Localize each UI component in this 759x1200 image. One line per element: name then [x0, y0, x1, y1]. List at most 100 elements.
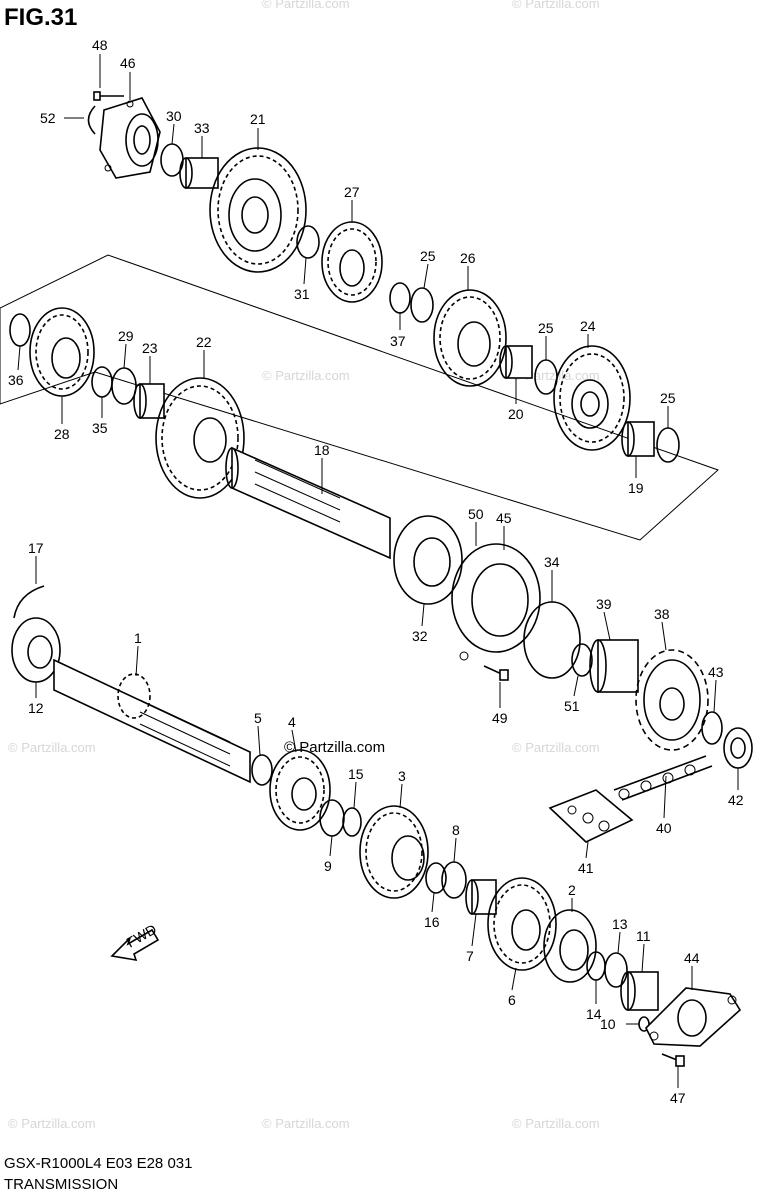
watermark-group: © Partzilla.com © Partzilla.com © Partzi…	[8, 0, 600, 1131]
callout-23: 23	[142, 340, 158, 356]
watermark: © Partzilla.com	[262, 0, 350, 11]
callout-10: 10	[600, 1016, 616, 1032]
callout-28: 28	[54, 426, 70, 442]
callout-26: 26	[460, 250, 476, 266]
callout-21: 21	[250, 111, 266, 127]
watermark: © Partzilla.com	[8, 740, 96, 755]
callout-8: 8	[452, 822, 460, 838]
washer-31	[296, 225, 320, 259]
washer-35	[91, 366, 113, 398]
gear-27	[321, 221, 383, 303]
callout-29: 29	[118, 328, 134, 344]
callout-12: 12	[28, 700, 44, 716]
watermark: © Partzilla.com	[512, 1116, 600, 1131]
washer-9	[319, 799, 345, 837]
callout-52: 52	[40, 110, 56, 126]
circlip-52	[87, 105, 96, 135]
oil-seal-12	[11, 617, 61, 683]
nut-42	[723, 727, 753, 769]
callout-25-a: 25	[420, 248, 436, 264]
callout-40: 40	[656, 820, 672, 836]
callout-7: 7	[466, 948, 474, 964]
countershaft-18	[225, 446, 391, 560]
oil-seal-34	[523, 601, 581, 679]
circlip-15	[342, 807, 362, 837]
chain-joint-41	[548, 789, 634, 843]
retainer-45	[451, 543, 541, 661]
footer-model-code: GSX-R1000L4 E03 E28 031	[4, 1155, 193, 1172]
callout-47: 47	[670, 1090, 686, 1106]
callout-labels: 48 46 52 30 33 21 27 31 25 26 37 25 24 2…	[8, 37, 744, 1106]
watermark-main: © Partzilla.com	[284, 739, 385, 756]
callout-41: 41	[578, 860, 594, 876]
callout-27: 27	[344, 184, 360, 200]
retainer-plate-44	[645, 987, 742, 1047]
callout-37: 37	[390, 333, 406, 349]
watermark: © Partzilla.com	[512, 368, 600, 383]
bearing-11	[620, 971, 659, 1011]
needle-bearing-33	[179, 157, 219, 189]
gear-22	[155, 377, 245, 499]
callout-36: 36	[8, 372, 24, 388]
o-ring-51	[571, 643, 593, 677]
callout-4: 4	[288, 714, 296, 730]
callout-39: 39	[596, 596, 612, 612]
washer-5	[251, 754, 273, 786]
gear-4	[269, 749, 331, 831]
gear-21	[209, 147, 307, 273]
bearing-20	[499, 345, 533, 379]
washer-43	[701, 711, 723, 745]
watermark: © Partzilla.com	[8, 1116, 96, 1131]
callout-43: 43	[708, 664, 724, 680]
callout-32: 32	[412, 628, 428, 644]
spacer-39	[589, 639, 639, 693]
callout-38: 38	[654, 606, 670, 622]
callout-14: 14	[586, 1006, 602, 1022]
callout-48: 48	[92, 37, 108, 53]
callout-25-c: 25	[660, 390, 676, 406]
circlip-16	[425, 862, 447, 894]
sprocket-38	[635, 649, 709, 751]
callout-24: 24	[580, 318, 596, 334]
driveshaft-1	[53, 658, 251, 784]
watermark: © Partzilla.com	[512, 0, 600, 11]
callout-1: 1	[134, 630, 142, 646]
callout-19: 19	[628, 480, 644, 496]
bearing-32	[393, 515, 463, 605]
callout-3: 3	[398, 768, 406, 784]
bearing-7	[465, 879, 497, 915]
callout-18: 18	[314, 442, 330, 458]
callout-5: 5	[254, 710, 262, 726]
callout-15: 15	[348, 766, 364, 782]
gear-2	[543, 909, 597, 983]
callout-42: 42	[728, 792, 744, 808]
washer-25-c	[656, 427, 680, 463]
watermark: © Partzilla.com	[512, 740, 600, 755]
callout-20: 20	[508, 406, 524, 422]
callout-31: 31	[294, 286, 310, 302]
footer-section-name: TRANSMISSION	[4, 1176, 119, 1193]
callout-22: 22	[196, 334, 212, 350]
leader-lines	[17, 54, 739, 1088]
drive-chain-40	[613, 755, 713, 801]
gear-24	[553, 345, 631, 451]
gear-3	[359, 805, 429, 899]
watermark: © Partzilla.com	[262, 368, 350, 383]
callout-51: 51	[564, 698, 580, 714]
bearing-19	[621, 421, 655, 457]
circlip-14	[586, 951, 606, 981]
callout-30: 30	[166, 108, 182, 124]
gear-26	[433, 289, 507, 387]
callout-46: 46	[120, 55, 136, 71]
callout-2: 2	[568, 882, 576, 898]
bearing-housing-46	[99, 97, 161, 179]
callout-49: 49	[492, 710, 508, 726]
callout-9: 9	[324, 858, 332, 874]
figure-title: FIG.31	[4, 4, 78, 31]
callout-6: 6	[508, 992, 516, 1008]
callout-16: 16	[424, 914, 440, 930]
circlip-36	[9, 313, 31, 347]
callout-44: 44	[684, 950, 700, 966]
screw-49	[483, 665, 509, 681]
